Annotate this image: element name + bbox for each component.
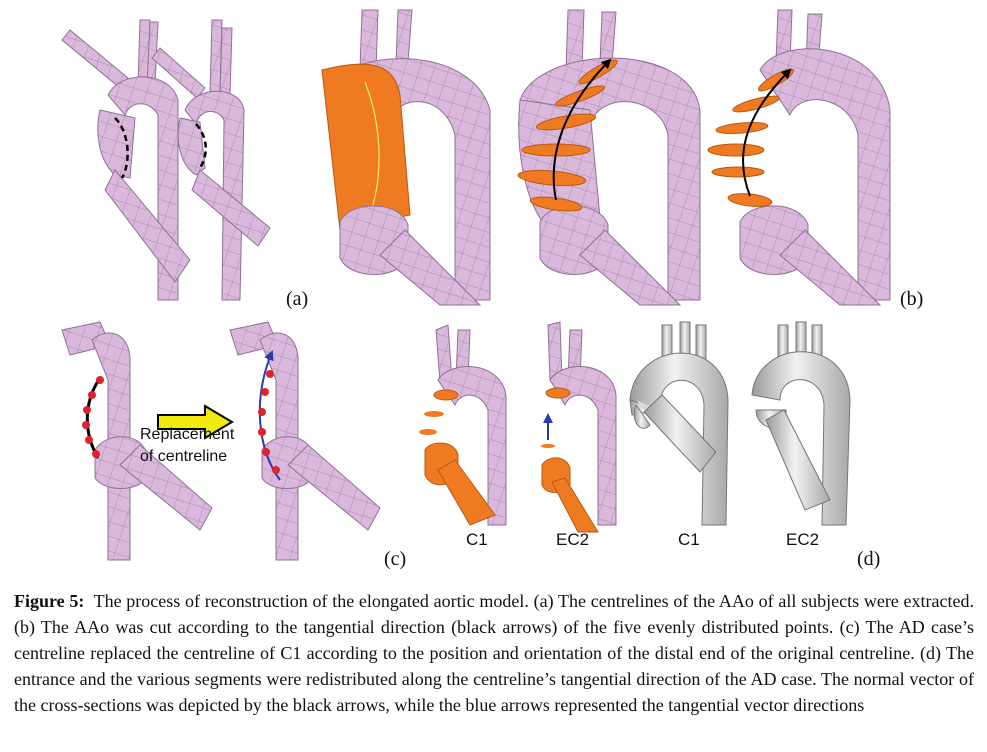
figure-artwork: [61, 9, 891, 561]
model-label-d-c1: C1: [678, 530, 700, 549]
caption-text: The process of reconstruction of the elo…: [14, 591, 974, 715]
figure-caption: Figure 5: The process of reconstruction …: [14, 588, 974, 718]
panel-a-models: [61, 19, 271, 301]
model-label-ec2: EC2: [556, 530, 590, 549]
replacement-label: Replacement of centreline: [140, 424, 234, 468]
model-label-c1: C1: [466, 530, 488, 549]
panel-label-d: (d): [857, 548, 881, 570]
panel-c-models: [61, 321, 617, 561]
panel-b-models: [321, 9, 891, 306]
figure-5: (a) (b) (c) (d) Replacement of centrelin…: [61, 9, 924, 570]
panel-label-a: (a): [286, 288, 309, 310]
panel-d-models: [629, 321, 851, 526]
panel-label-c: (c): [384, 548, 407, 570]
panel-label-b: (b): [900, 288, 924, 310]
caption-head: Figure 5:: [14, 591, 85, 611]
model-label-d-ec2: EC2: [786, 530, 820, 549]
replacement-line-2: of centreline: [140, 448, 228, 465]
replacement-line-1: Replacement: [140, 426, 235, 443]
